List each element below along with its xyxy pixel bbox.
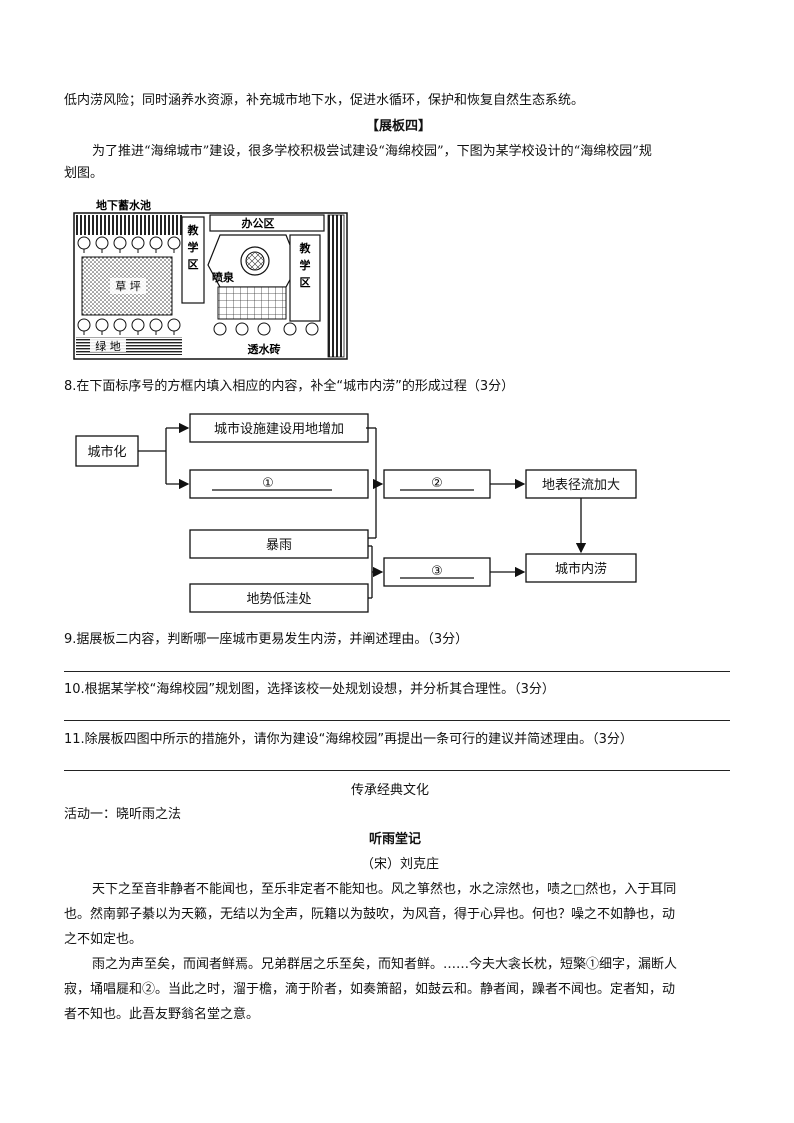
para1-line2: 也。然南郭子綦以为天籁，无结以为全声，阮籍以为鼓吹，为风音，得于心异也。何也？噪… <box>64 907 676 922</box>
question-8: 8.在下面标序号的方框内填入相应的内容，补全“城市内涝”的形成过程（3分） <box>64 379 515 394</box>
urbanization-label: 城市化 <box>87 444 126 460</box>
box-blank-1 <box>189 469 369 499</box>
para1-line1: 天下之至音非静者不能闻也，至乐非定者不能知也。风之箏然也，水之淙然也，啧之□然也… <box>92 882 677 897</box>
answer-line-9[interactable] <box>64 671 730 672</box>
section-title: 传承经典文化 <box>351 783 430 798</box>
box-rainstorm <box>189 529 369 559</box>
office-block <box>209 214 325 232</box>
para2-line1: 雨之为声至矣，而闻者鲜焉。兄弟群居之乐至矣，而知者鲜。……今夫大衾长枕，短檠①细… <box>92 957 678 972</box>
waterlogging-flowchart: 城市化 城市设施建设用地增加 ① 暴雨 地势低洼处 ② ③ 地表径流加大 城市内… <box>75 413 637 613</box>
permeable-brick-area <box>217 286 287 320</box>
teaching-right-char3: 区 <box>300 276 311 289</box>
teaching-left-char1: 教 <box>187 223 200 237</box>
blank-2-number: ② <box>431 476 443 491</box>
teaching-right-char2: 学 <box>300 258 311 272</box>
office-label: 办公区 <box>242 216 275 230</box>
answer-line-11[interactable] <box>64 770 730 771</box>
rainstorm-label: 暴雨 <box>266 538 292 553</box>
fountain-label: 喷泉 <box>212 270 235 284</box>
question-11: 11.除展板四图中所示的措施外，请你为建设“海绵校园”再提出一条可行的建议并简述… <box>64 732 633 747</box>
green-label: 绿 地 <box>95 339 121 353</box>
tree-icons-top <box>77 236 181 253</box>
land-use-label: 城市设施建设用地增加 <box>214 421 344 437</box>
runoff-label: 地表径流加大 <box>542 478 620 493</box>
underground-pool <box>76 215 182 235</box>
panel4-title: 【展板四】 <box>366 119 432 134</box>
teaching-left-char2: 学 <box>188 240 199 254</box>
activity-1-title: 活动一：晓听雨之法 <box>64 807 182 822</box>
sponge-campus-map: 地下蓄水池 草 坪 绿 地 教 学 区 办公区 喷泉 教 学 区 透水砖 <box>73 198 348 360</box>
answer-line-10[interactable] <box>64 720 730 721</box>
lawn-label: 草 坪 <box>115 280 141 293</box>
para2-line2: 寂，埇唱屣和②。当此之时，溜于檐，滴于阶者，如奏箫韶，如鼓云和。静者闻，躁者不闻… <box>64 982 676 997</box>
poem-title: 听雨堂记 <box>369 832 422 847</box>
teaching-right-char1: 教 <box>299 241 312 255</box>
para1-line3: 之不如定也。 <box>64 932 143 947</box>
intro-line: 低内涝风险；同时涵养水资源，补充城市地下水，促进水循环，保护和恢复自然生态系统。 <box>64 93 585 108</box>
waterlogging-label: 城市内涝 <box>555 561 607 577</box>
teaching-block-right <box>289 234 321 322</box>
blank-3-number: ③ <box>431 564 443 579</box>
panel4-text-line2: 划图。 <box>64 166 104 181</box>
box-waterlogging <box>525 553 637 583</box>
teaching-block-left <box>181 216 205 304</box>
blank-1-number: ① <box>262 476 274 491</box>
para2-line3: 者不知也。此吾友野翁名堂之意。 <box>64 1007 260 1022</box>
panel4-text-line1: 为了推进“海绵城市”建设，很多学校积极尝试建设“海绵校园”，下图为某学校设计的“… <box>92 144 652 159</box>
tree-icons-bottom-right <box>213 322 319 336</box>
question-10: 10.根据某学校“海绵校园”规划图，选择该校一处规划设想，并分析其合理性。（3分… <box>64 682 555 697</box>
underground-pool-label: 地下蓄水池 <box>96 198 151 212</box>
permeable-brick-label: 透水砖 <box>248 342 281 356</box>
question-9: 9.据展板二内容，判断哪一座城市更易发生内涝，并阐述理由。（3分） <box>64 632 469 647</box>
right-edge-strip <box>327 214 345 358</box>
poem-author: （宋）刘克庄 <box>361 857 440 872</box>
tree-icons-bottom <box>77 318 181 335</box>
teaching-left-char3: 区 <box>188 258 199 271</box>
low-terrain-label: 地势低洼处 <box>246 591 311 607</box>
